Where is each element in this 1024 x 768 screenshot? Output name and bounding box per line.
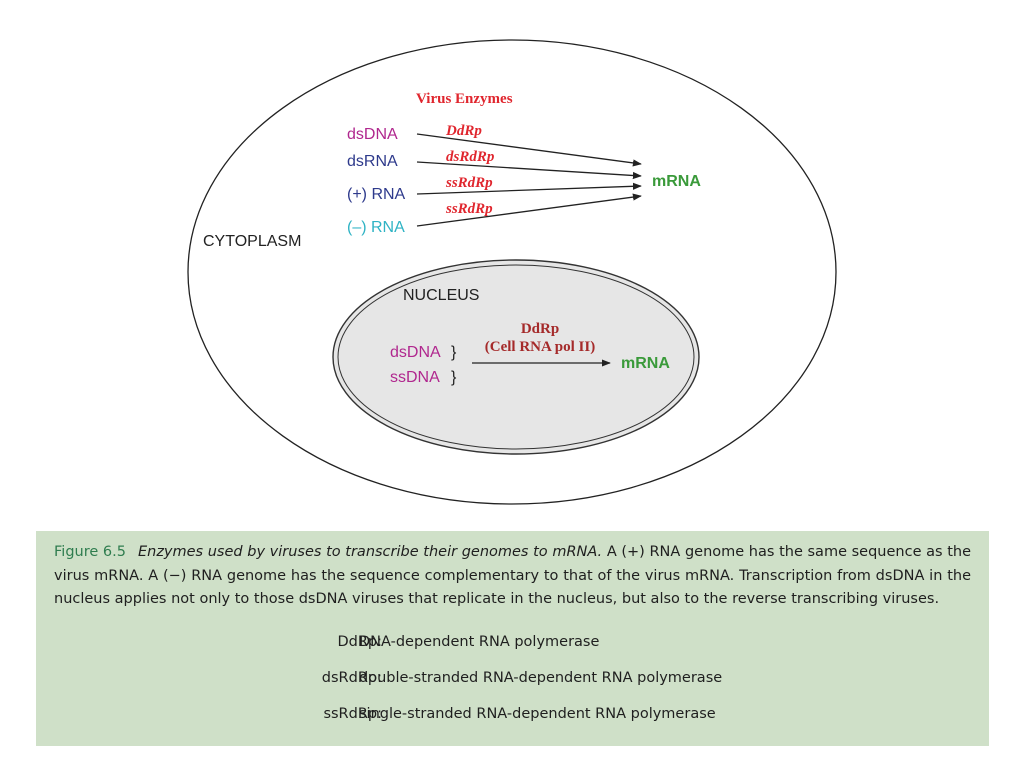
enzyme-label-dsrdrp: dsRdRp — [446, 149, 495, 165]
virus-enzymes-heading: Virus Enzymes — [416, 91, 513, 107]
glossary-term: dsRdRp: — [321, 670, 382, 686]
glossary-definition: double-stranded RNA-dependent RNA polyme… — [359, 670, 723, 686]
arrow-dsrna-to-mrna — [416, 161, 642, 180]
nucleus-enzyme-ddrp: DdRp — [521, 321, 559, 337]
figure-number: Figure 6.5 — [54, 544, 126, 560]
arrow-minus-rna-to-mrna — [416, 193, 642, 227]
nucleus-label: NUCLEUS — [403, 287, 479, 304]
glossary-row: dsRdRp: double-stranded RNA-dependent RN… — [36, 668, 989, 704]
caption-paragraph: Figure 6.5 Enzymes used by viruses to tra… — [54, 541, 971, 612]
figure-caption: Figure 6.5 Enzymes used by viruses to tra… — [36, 531, 989, 746]
enzyme-label-ddrp: DdRp — [445, 123, 482, 139]
glossary-term: DdRp: — [337, 634, 382, 650]
abbreviation-glossary: DdRp: DNA-dependent RNA polymerase dsRdR… — [36, 632, 989, 740]
glossary-row: ssRdRp: single-stranded RNA-dependent RN… — [36, 704, 989, 740]
glossary-definition: single-stranded RNA-dependent RNA polyme… — [359, 706, 716, 722]
arrow-plus-rna-to-mrna — [416, 182, 642, 195]
glossary-definition: DNA-dependent RNA polymerase — [359, 634, 600, 650]
cell-membrane — [187, 39, 837, 505]
glossary-row: DdRp: DNA-dependent RNA polymerase — [36, 632, 989, 668]
virus-transcription-diagram: CYTOPLASM NUCLEUS Virus Enzymes dsDNA Dd… — [187, 39, 837, 505]
nucleus-enzyme-note: (Cell RNA pol II) — [485, 339, 595, 355]
caption-body: A (+) RNA genome has the same sequence a… — [54, 544, 971, 607]
nucleus-mrna-label: mRNA — [621, 355, 670, 372]
cytoplasm-pathways: dsDNA DdRp dsRNA dsRdRp (+) RNA ssRdRp (… — [347, 123, 701, 236]
nuclear-envelope-inner — [337, 264, 695, 450]
enzyme-label-ssrdrp-plus: ssRdRp — [445, 175, 493, 191]
nucleus-bracket-ssdna: } — [451, 369, 457, 386]
genome-label-plus-rna: (+) RNA — [347, 186, 406, 203]
genome-label-dsdna: dsDNA — [347, 126, 398, 143]
arrow-dsdna-to-mrna — [416, 133, 642, 167]
cytoplasm-label: CYTOPLASM — [203, 233, 301, 250]
nucleus-genome-dsdna: dsDNA — [390, 344, 441, 361]
glossary-term: ssRdRp: — [323, 706, 382, 722]
genome-label-dsrna: dsRNA — [347, 153, 398, 170]
nucleus-genome-ssdna: ssDNA — [390, 369, 440, 386]
genome-label-minus-rna: (–) RNA — [347, 219, 405, 236]
enzyme-label-ssrdrp-minus: ssRdRp — [445, 201, 493, 217]
cytoplasm-mrna-label: mRNA — [652, 173, 701, 190]
figure-title: Enzymes used by viruses to transcribe th… — [137, 544, 603, 560]
nucleus-bracket-dsdna: } — [451, 344, 457, 361]
nucleus-pathway: dsDNA } ssDNA } DdRp (Cell RNA pol II) m… — [390, 321, 670, 386]
